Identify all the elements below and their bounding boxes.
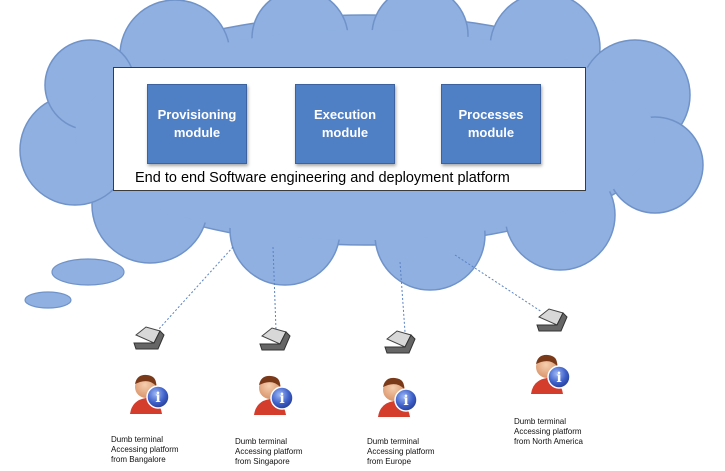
terminal-caption-north-america: Dumb terminal Accessing platform from No… [514,417,583,446]
svg-text:i: i [556,370,561,386]
connector-bangalore [157,246,234,331]
connector-north-america [454,254,543,313]
terminal-bangalore: i [130,326,170,414]
svg-text:i: i [155,390,160,406]
terminal-caption-europe: Dumb terminal Accessing platform from Eu… [367,437,435,466]
connector-lines [157,246,543,333]
terminal-caption-singapore: Dumb terminal Accessing platform from Si… [235,437,303,466]
laptop-icon [384,330,416,354]
user-info-icon: i [378,377,418,417]
thought-bubble-small [24,291,72,309]
laptop-icon [133,326,165,350]
terminal-caption-bangalore: Dumb terminal Accessing platform from Ba… [111,435,179,464]
laptop-icon [259,327,291,351]
terminal-europe: i [378,330,418,417]
thought-bubble-large [51,258,125,286]
user-info-icon: i [254,375,294,415]
connector-singapore [272,246,277,331]
laptop-icon [536,308,568,332]
user-info-icon: i [531,354,571,394]
user-info-icon: i [130,374,170,414]
terminal-north-america: i [531,308,571,394]
terminal-singapore: i [254,327,294,415]
platform-label: End to end Software engineering and depl… [135,170,510,186]
execution-module: Execution module [295,84,395,164]
svg-text:i: i [403,393,408,409]
processes-module: Processes module [441,84,541,164]
provisioning-module: Provisioning module [147,84,247,164]
svg-text:i: i [279,391,284,407]
